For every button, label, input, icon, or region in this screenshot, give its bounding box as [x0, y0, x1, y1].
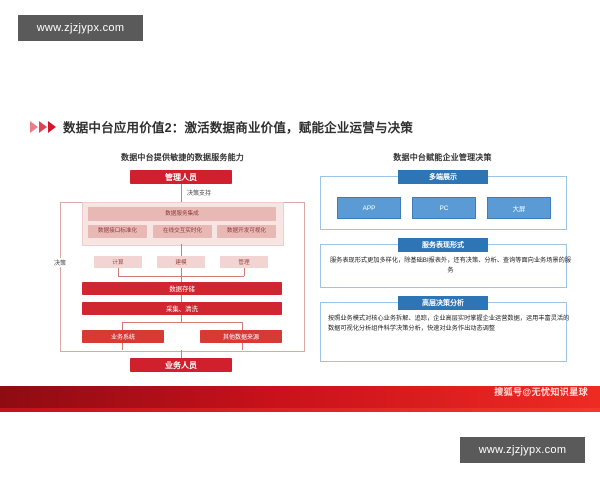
connector-src1-down: [242, 343, 243, 350]
decision-support-label: 决策支持: [185, 188, 214, 197]
connector-collect-bus: [181, 315, 182, 322]
right-panel-heading: 数据中台赋能企业管理决策: [393, 153, 492, 162]
connector-service-capability: [181, 244, 182, 256]
left-diagram-panel: 数据中台提供敏捷的数据服务能力 管理人员 决策支持 决策 数据服务集成 数据接口…: [52, 152, 305, 372]
section-tab-2: 高层决策分析: [398, 296, 488, 310]
bottom-watermark-tag: www.zjzjypx.com: [460, 437, 585, 463]
service-integration-box: 数据服务集成: [88, 207, 276, 221]
capability-item-0: 计算: [94, 256, 142, 268]
connector-top: [181, 184, 182, 202]
right-diagram-panel: 数据中台赋能企业管理决策 多端展示 APP PC 大屏 服务表现形式 服务表现形…: [315, 152, 571, 367]
triple-arrow-icon: [30, 120, 56, 133]
terminal-box-app: APP: [337, 197, 401, 219]
connector-storage-collect: [181, 295, 182, 302]
connector-cap-2: [244, 268, 245, 276]
source-box-1: 其他数据来源: [200, 330, 282, 343]
left-panel-heading: 数据中台提供敏捷的数据服务能力: [121, 153, 244, 162]
service-item-2: 数据开发可视化: [217, 225, 276, 238]
slide-title-row: 数据中台应用价值2：激活数据商业价值，赋能企业运营与决策: [30, 117, 413, 136]
capability-item-1: 建模: [157, 256, 205, 268]
service-item-1: 在线交互实时化: [153, 225, 212, 238]
service-item-0: 数据接口标准化: [88, 225, 147, 238]
connector-bottom-actor: [181, 350, 182, 358]
footer-red-band-secondary: [0, 408, 600, 412]
connector-source-0: [122, 322, 123, 330]
decision-side-label: 决策: [52, 258, 69, 267]
bottom-watermark-text: www.zjzjypx.com: [478, 444, 567, 456]
section-body-1: 服务表现形式更加多样化，除基础BI报表外，还有决策、分析、查询等面向业务场景的服…: [330, 257, 571, 274]
data-storage-box: 数据存储: [82, 282, 282, 295]
top-watermark-tag: www.zjzjypx.com: [18, 15, 143, 41]
terminal-box-bigscreen: 大屏: [487, 197, 551, 219]
top-watermark-text: www.zjzjypx.com: [36, 22, 125, 34]
connector-source-1: [242, 322, 243, 330]
source-box-0: 业务系统: [82, 330, 164, 343]
connector-cap-1: [181, 268, 182, 276]
capability-item-2: 管理: [220, 256, 268, 268]
sohu-watermark: 搜狐号@无忧知识星球: [494, 387, 588, 397]
connector-bus-storage: [181, 276, 182, 282]
terminal-box-pc: PC: [412, 197, 476, 219]
connector-source-bus: [122, 322, 242, 323]
business-staff-actor-box: 业务人员: [130, 358, 232, 372]
connector-cap-0: [118, 268, 119, 276]
data-collect-box: 采集、清洗: [82, 302, 282, 315]
footer-red-band: [0, 386, 600, 408]
page-title: 数据中台应用价值2：激活数据商业价值，赋能企业运营与决策: [63, 121, 414, 135]
connector-src0-down: [122, 343, 123, 350]
section-tab-1: 服务表现形式: [398, 238, 488, 252]
manager-actor-box: 管理人员: [130, 170, 232, 184]
section-tab-0: 多端展示: [398, 170, 488, 184]
section-body-2: 按照业务模式对核心业务拆解、追踪，企业高层实时掌握企业运营数据，运用丰富灵活的数…: [328, 315, 570, 332]
